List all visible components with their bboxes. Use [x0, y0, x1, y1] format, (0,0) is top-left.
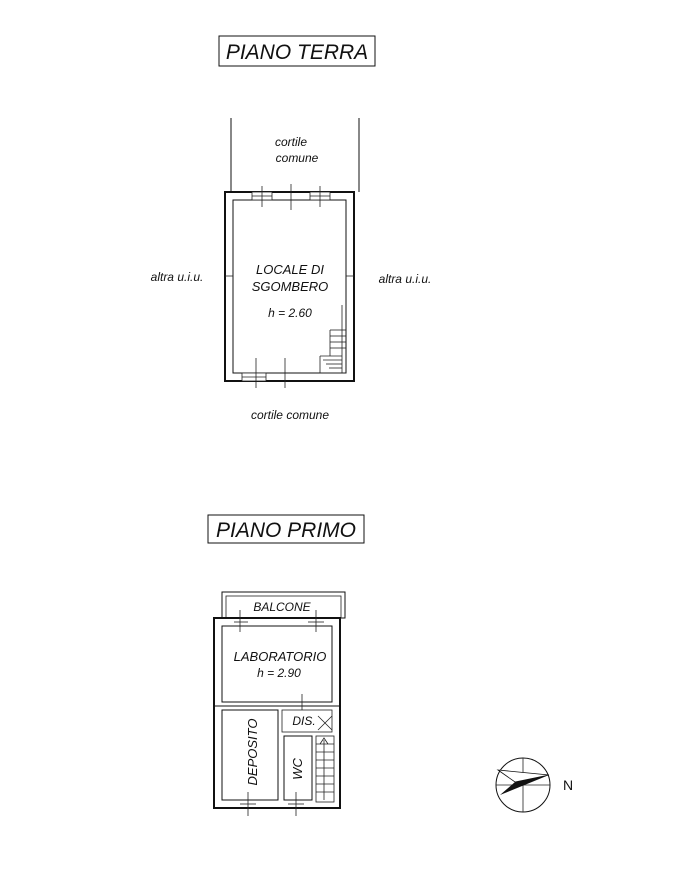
left-neighbor-label: altra u.i.u. — [151, 270, 204, 284]
ground-floor-inner-wall — [232, 199, 347, 374]
first-floor-plan: PIANO PRIMO BALCONE LABORATORIO h = 2.90… — [207, 514, 365, 816]
ground-floor-outer-wall — [224, 191, 355, 382]
wc-label: WC — [290, 758, 305, 780]
lab-height: h = 2.90 — [257, 666, 301, 680]
first-floor-staircase — [315, 735, 335, 803]
wc-room — [283, 735, 313, 801]
ground-bottom-openings — [241, 358, 286, 388]
first-floor-outer-wall — [213, 617, 341, 809]
lab-room — [221, 625, 333, 703]
first-floor-title: PIANO PRIMO — [216, 519, 356, 542]
storage-room-label-1: LOCALE DI — [256, 262, 324, 277]
first-floor-title-box — [207, 514, 365, 544]
lab-top-openings — [234, 610, 324, 632]
ground-floor-title-box — [218, 35, 376, 67]
courtyard-top-label-2: comune — [276, 151, 319, 165]
ground-floor-title: PIANO TERRA — [226, 41, 368, 64]
storage-label: DEPOSITO — [245, 719, 260, 786]
first-bottom-openings — [240, 792, 304, 816]
storage-room-height: h = 2.60 — [268, 306, 312, 320]
hall-label: DIS. — [292, 714, 315, 728]
hall-area — [281, 709, 333, 733]
ground-staircase — [319, 305, 346, 374]
right-neighbor-label: altra u.i.u. — [379, 272, 432, 286]
balcony-label: BALCONE — [253, 600, 311, 614]
storage-room — [221, 709, 279, 801]
courtyard-bottom-label: cortile comune — [251, 408, 329, 422]
courtyard-top-label-1: cortile — [275, 135, 307, 149]
north-label: N — [563, 777, 573, 793]
ground-top-openings — [251, 184, 331, 210]
compass: N — [495, 757, 573, 813]
storage-room-label-2: SGOMBERO — [252, 279, 329, 294]
ground-floor-plan: PIANO TERRA cortile comune altra u.i.u. … — [151, 35, 432, 422]
lab-label: LABORATORIO — [234, 649, 327, 664]
